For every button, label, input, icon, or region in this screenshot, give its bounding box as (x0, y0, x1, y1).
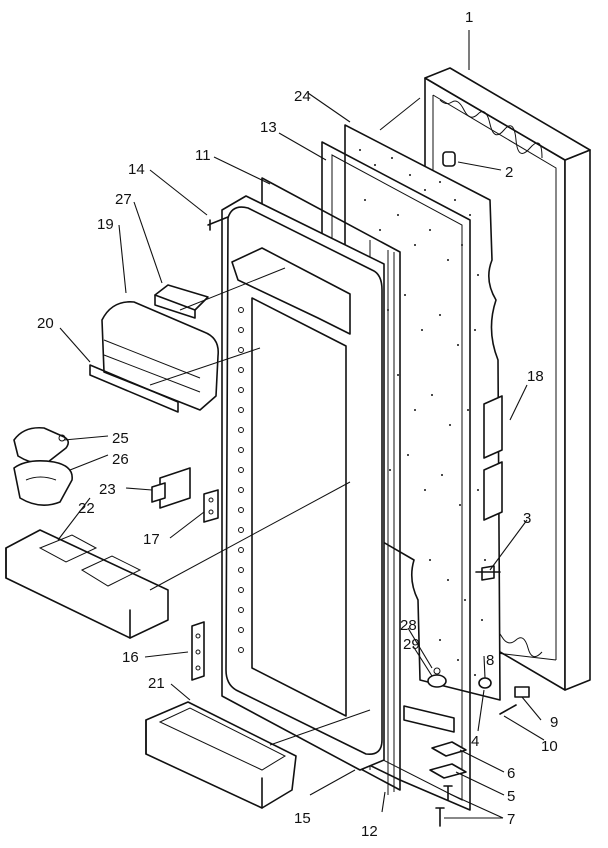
callout-26: 26 (112, 451, 129, 468)
butter-dish-25-26 (13, 426, 73, 506)
callout-25: 25 (112, 430, 129, 447)
callout-28: 28 (400, 617, 417, 634)
callout-10: 10 (541, 738, 558, 755)
hinge-bracket-and-screws (429, 741, 467, 827)
callout-3: 3 (523, 510, 531, 527)
clip-part (475, 565, 501, 581)
callout-5: 5 (507, 788, 515, 805)
callout-4: 4 (471, 733, 479, 750)
callout-20: 20 (37, 315, 54, 332)
callout-13: 13 (260, 119, 277, 136)
screw-14 (207, 216, 229, 231)
callout-2: 2 (505, 164, 513, 181)
callout-11: 11 (195, 147, 211, 164)
bracket-16 (191, 621, 205, 681)
callout-9: 9 (550, 714, 558, 731)
callout-22: 22 (78, 500, 95, 517)
callout-16: 16 (122, 649, 139, 666)
door-liner (221, 195, 385, 771)
callout-12: 12 (361, 823, 378, 840)
door-shelf-22 (5, 529, 169, 639)
callout-18: 18 (527, 368, 544, 385)
leader-lines (57, 30, 545, 819)
control-module (483, 395, 503, 521)
callout-19: 19 (97, 216, 114, 233)
dairy-compartment-19 (89, 301, 220, 413)
callout-24: 24 (294, 88, 311, 105)
callout-15: 15 (294, 810, 311, 827)
callout-6: 6 (507, 765, 515, 782)
callout-17: 17 (143, 531, 160, 548)
callout-21: 21 (148, 675, 165, 692)
plug-part (442, 151, 456, 167)
callout-7: 7 (507, 811, 515, 828)
lower-bin-21 (145, 701, 297, 809)
bracket-23-17 (151, 467, 219, 523)
callout-27: 27 (115, 191, 132, 208)
callout-14: 14 (128, 161, 145, 178)
callout-29: 29 (403, 636, 420, 653)
callout-labels: 1 2 3 4 5 6 7 8 9 10 11 12 13 14 15 16 1… (37, 9, 558, 840)
callout-8: 8 (486, 652, 494, 669)
callout-23: 23 (99, 481, 116, 498)
shelf-peg-holes (238, 307, 244, 653)
callout-1: 1 (465, 9, 473, 26)
